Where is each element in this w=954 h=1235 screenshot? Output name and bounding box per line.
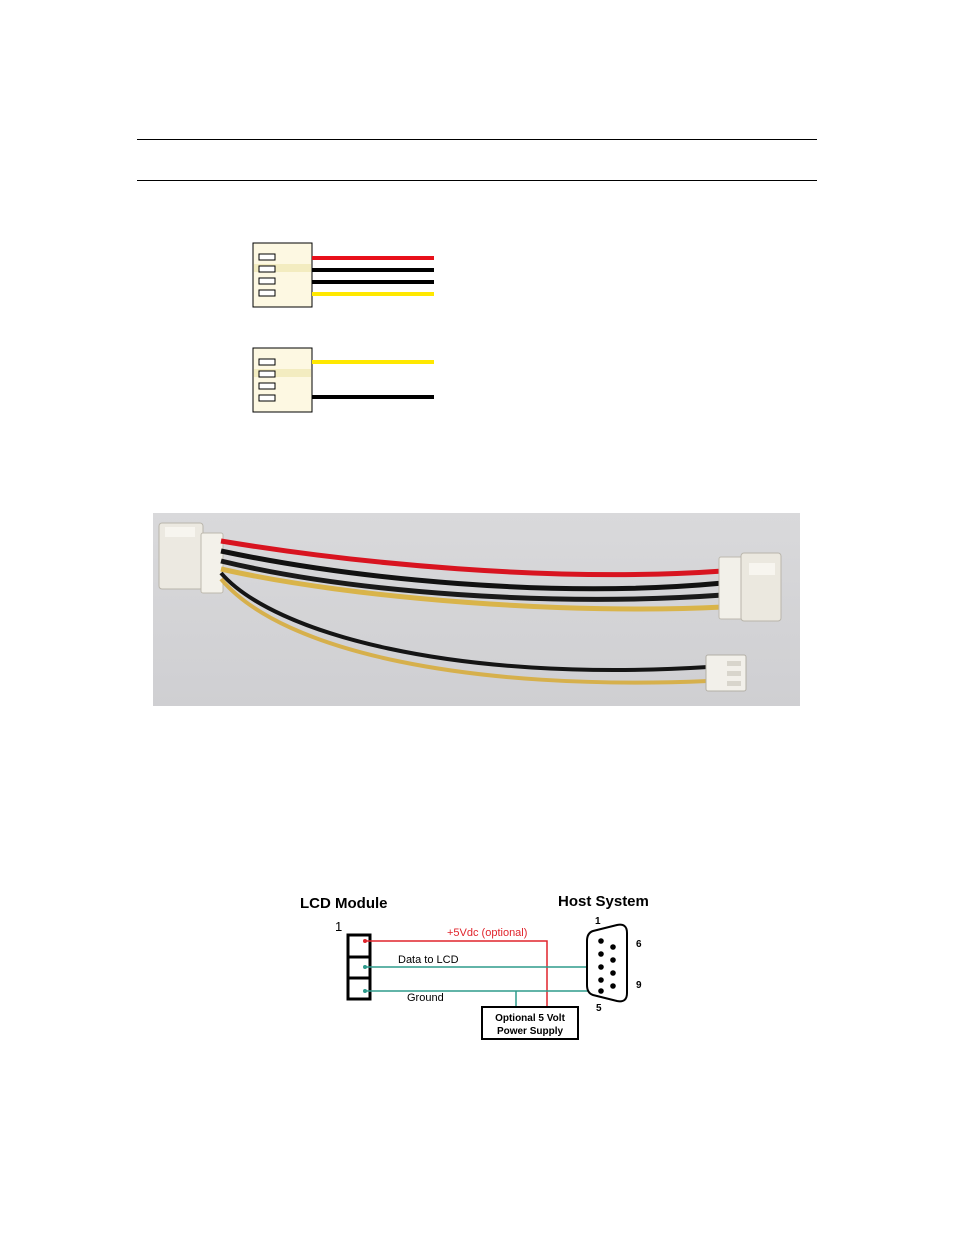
wiring-schematic: LCD Module Host System 1 +5Vdc (optional…	[295, 885, 665, 1045]
db9-pin9-label: 9	[636, 980, 642, 991]
db9-pin1-label: 1	[595, 916, 601, 927]
db9-pin6-label: 6	[636, 939, 642, 950]
connector-diagram-two-wire	[252, 347, 442, 415]
ground-wire-node	[363, 989, 367, 993]
connector-pin	[259, 359, 275, 365]
connector-pin	[259, 371, 275, 377]
db9-pin5-label: 5	[596, 1003, 602, 1014]
power-supply-line1: Optional 5 Volt	[495, 1013, 565, 1024]
connector-pin	[259, 278, 275, 284]
header-rule-bottom	[137, 180, 817, 181]
connector-pin	[259, 266, 275, 272]
lcd-pin-one-label: 1	[335, 919, 342, 934]
connector-housing	[253, 243, 312, 307]
data-wire-node	[363, 965, 367, 969]
power-supply-line2: Power Supply	[497, 1026, 564, 1037]
data-to-lcd-label: Data to LCD	[398, 954, 459, 966]
ground-label: Ground	[407, 992, 444, 1004]
left-molex-connector	[159, 523, 223, 593]
header-rule-top	[137, 139, 817, 140]
lcd-module-title: LCD Module	[300, 895, 388, 912]
vdc-label: +5Vdc (optional)	[447, 927, 527, 939]
connector-pin	[259, 254, 275, 260]
host-system-title: Host System	[558, 893, 649, 910]
right-molex-connector	[719, 553, 781, 621]
vdc-wire-node	[363, 939, 367, 943]
connector-diagram-four-wire	[252, 242, 442, 310]
db9-connector	[587, 925, 627, 1002]
small-three-pin-connector	[706, 655, 746, 691]
connector-pin	[259, 395, 275, 401]
connector-housing	[253, 348, 312, 412]
connector-pin	[259, 290, 275, 296]
vdc-wire	[365, 941, 547, 1007]
connector-pin	[259, 383, 275, 389]
cable-photo	[153, 513, 800, 706]
